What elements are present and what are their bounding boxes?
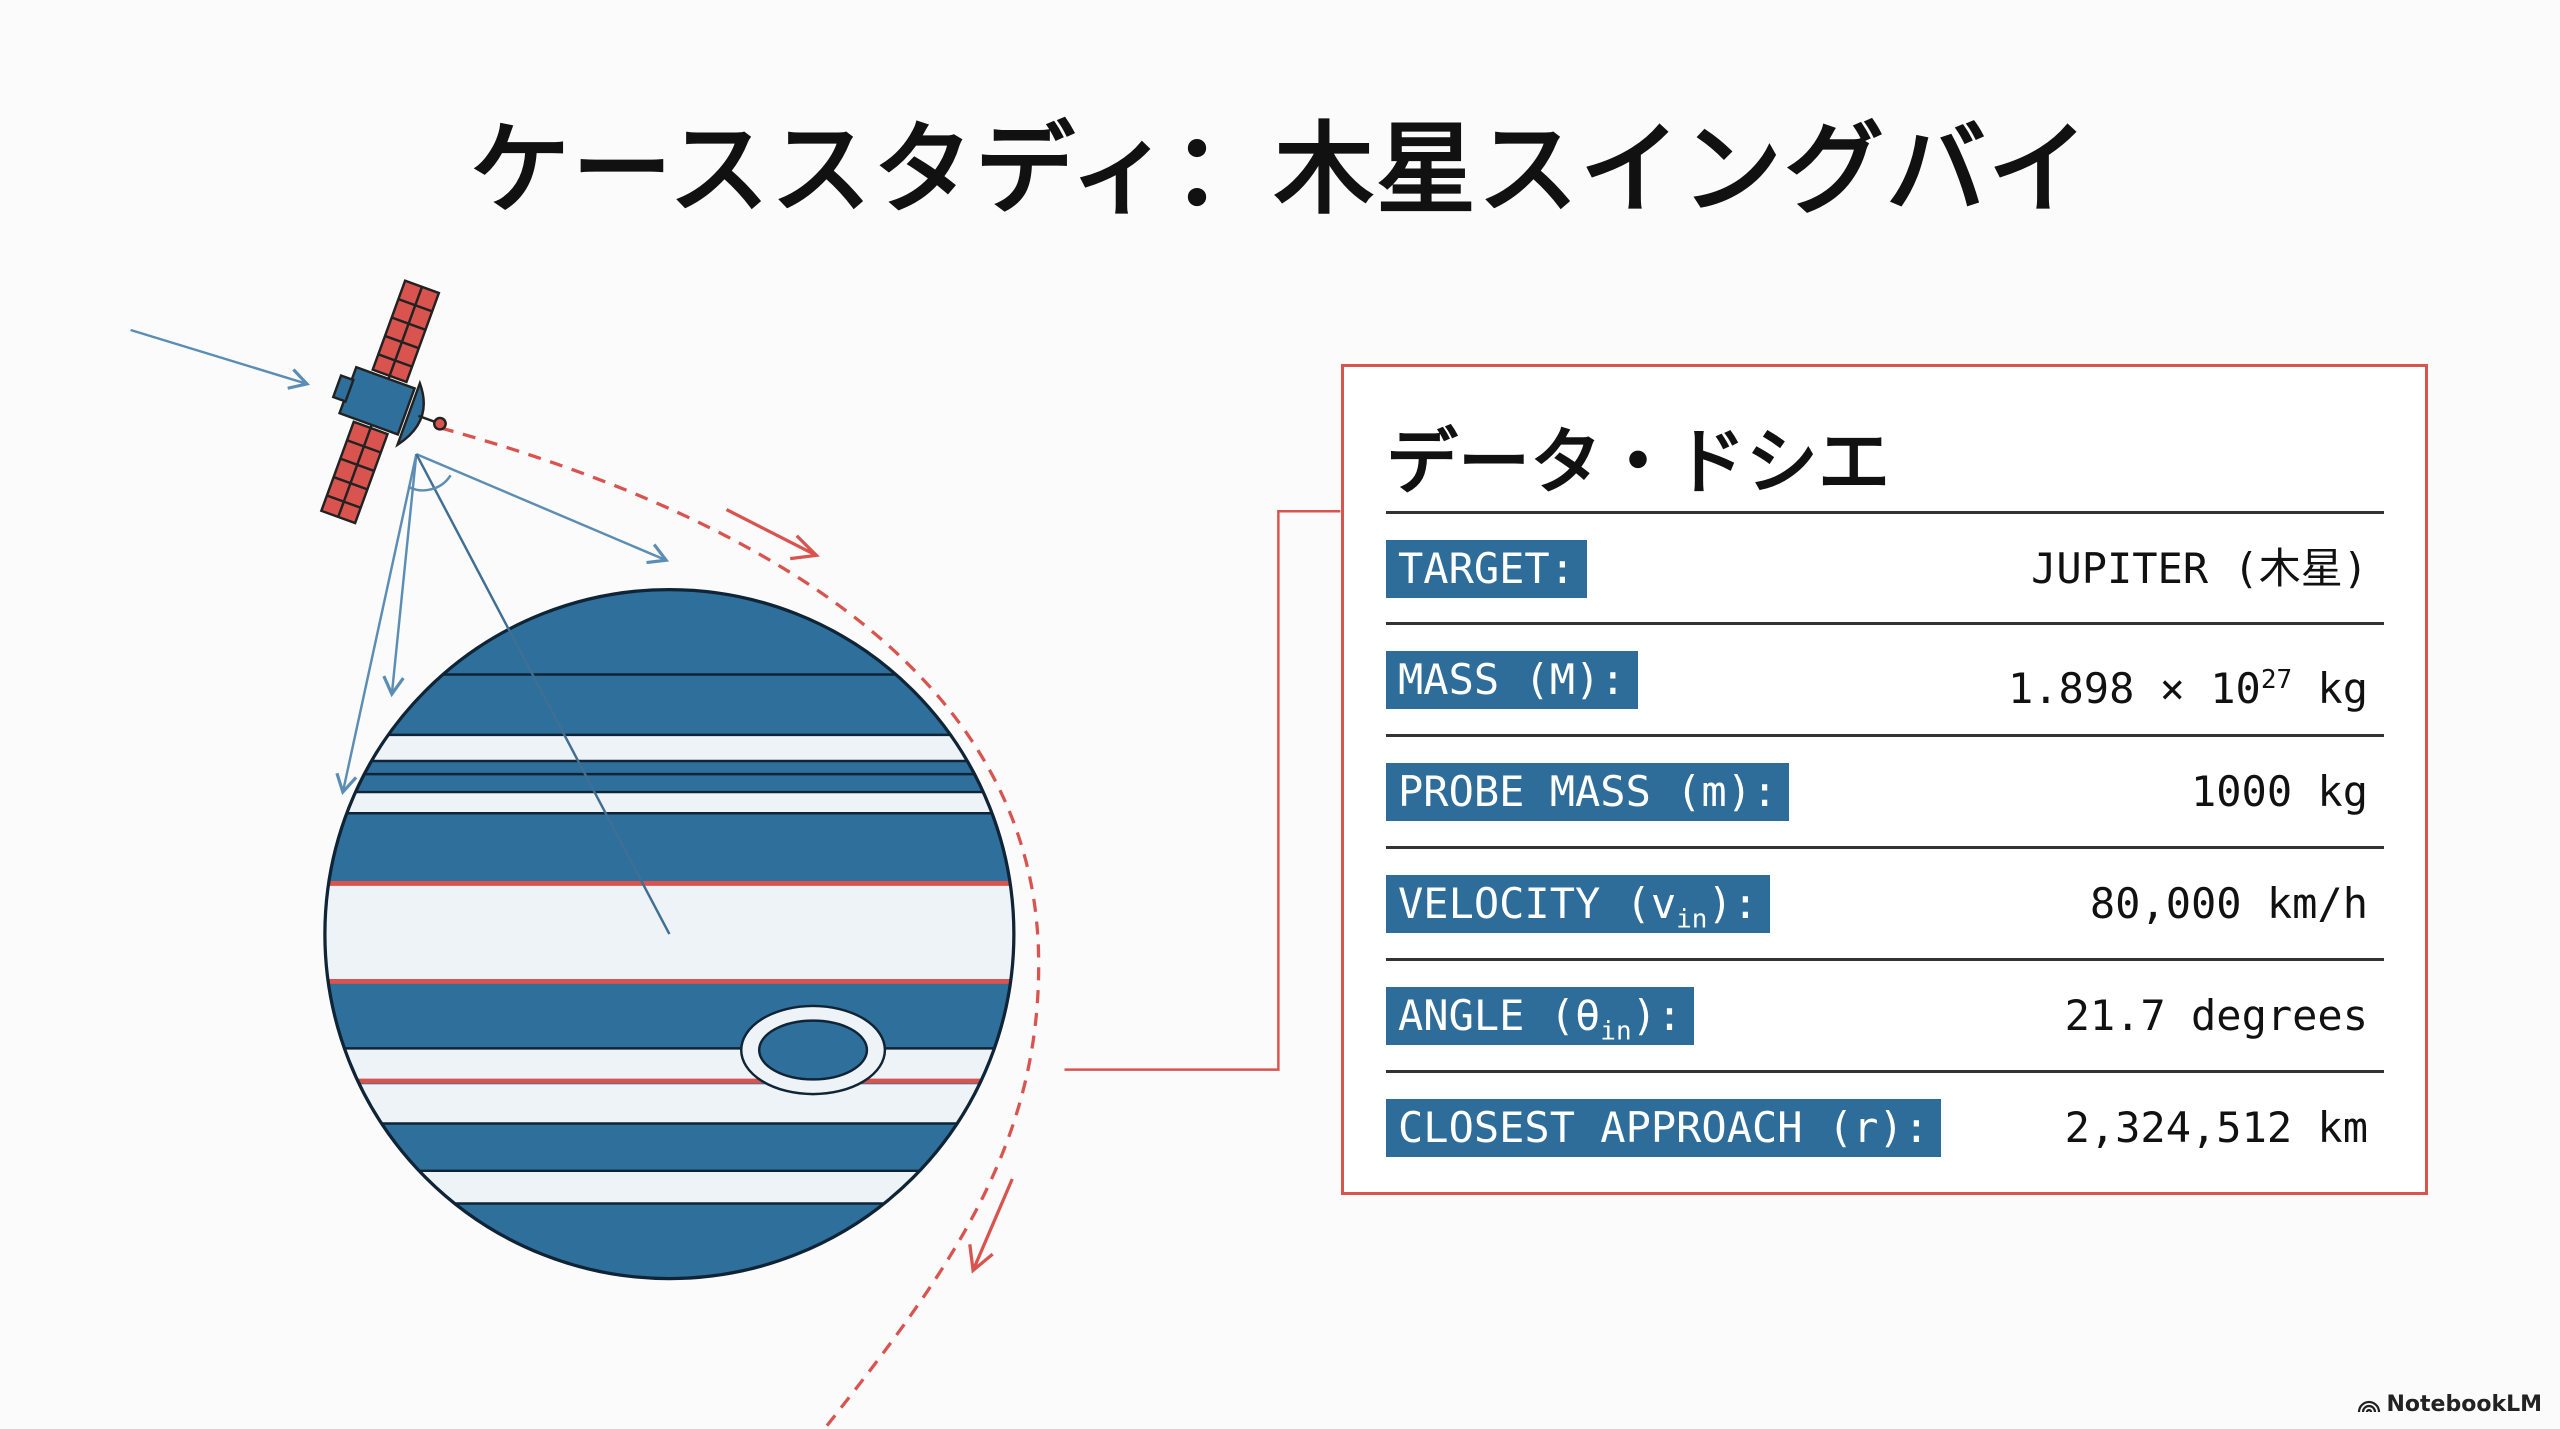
- direction-arrow-icon: [968, 1178, 1014, 1274]
- row-label: ANGLE (θin):: [1386, 987, 1695, 1047]
- notebooklm-icon: [2357, 1400, 2380, 1412]
- label-subscript: in: [1676, 904, 1708, 935]
- dossier-title: データ・ドシエ: [1386, 420, 1891, 504]
- label-text: VELOCITY (v: [1398, 879, 1677, 928]
- row-value: 21.7 degrees: [2064, 991, 2368, 1040]
- jupiter-planet: [323, 587, 1016, 1281]
- row-label: MASS (M):: [1386, 651, 1638, 709]
- trajectory-path: [440, 426, 1041, 1429]
- row-velocity: VELOCITY (vin): 80,000 km/h: [1386, 846, 2384, 957]
- row-value: JUPITER (木星): [2031, 544, 2368, 593]
- value-base: 1.898 × 10: [2007, 664, 2261, 713]
- connector-line: [1064, 510, 1341, 1071]
- row-label: PROBE MASS (m):: [1386, 763, 1790, 821]
- label-text: ):: [1631, 991, 1683, 1040]
- value-exponent: 27: [2260, 665, 2293, 695]
- row-target: TARGET: JUPITER (木星): [1386, 511, 2384, 622]
- row-angle: ANGLE (θin): 21.7 degrees: [1386, 958, 2384, 1069]
- row-probe-mass: PROBE MASS (m): 1000 kg: [1386, 734, 2384, 845]
- row-value: 2,324,512 km: [2064, 1103, 2368, 1152]
- label-text: ):: [1707, 879, 1759, 928]
- notebooklm-logo: NotebookLM: [2357, 1392, 2542, 1417]
- row-value: 1000 kg: [2190, 767, 2368, 816]
- row-label: CLOSEST APPROACH (r):: [1386, 1099, 1942, 1157]
- page-title: ケーススタディ：木星スイングバイ: [470, 111, 2090, 228]
- row-label: VELOCITY (vin):: [1386, 875, 1771, 935]
- row-closest-approach: CLOSEST APPROACH (r): 2,324,512 km: [1386, 1070, 2384, 1170]
- row-value: 1.898 × 1027 kg: [2008, 651, 2368, 713]
- value-unit: kg: [2292, 664, 2368, 713]
- row-value: 80,000 km/h: [2089, 879, 2368, 928]
- vector-lines: [130, 328, 671, 935]
- satellite-icon: [319, 279, 447, 525]
- label-subscript: in: [1600, 1016, 1632, 1047]
- brand-name: NotebookLM: [2386, 1392, 2542, 1417]
- label-text: ANGLE (θ: [1398, 991, 1601, 1040]
- row-label: TARGET:: [1386, 540, 1588, 598]
- data-dossier-panel: データ・ドシエ TARGET: JUPITER (木星) MASS (M): 1…: [1341, 364, 2428, 1195]
- direction-arrow-icon: [725, 508, 820, 561]
- row-mass: MASS (M): 1.898 × 1027 kg: [1386, 622, 2384, 733]
